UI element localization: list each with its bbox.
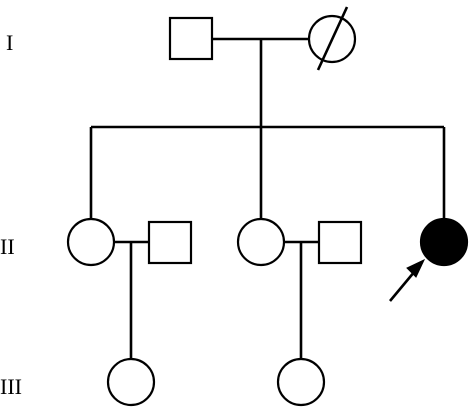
individual-III-1-female [106, 357, 156, 407]
individual-II-5-female-affected [419, 217, 469, 267]
generation-label-III: III [0, 374, 22, 399]
individual-II-4-male [317, 220, 363, 265]
proband-arrow-icon [406, 258, 426, 278]
individual-II-1-female [66, 217, 116, 267]
deceased-slash-icon [316, 6, 349, 71]
individual-II-3-female [236, 217, 286, 267]
generation-label-I: I [6, 30, 13, 55]
individual-III-2-female [276, 357, 326, 407]
individual-I-1-male [168, 16, 214, 61]
generation-label-II: II [0, 234, 15, 259]
individual-II-2-male [147, 220, 193, 265]
